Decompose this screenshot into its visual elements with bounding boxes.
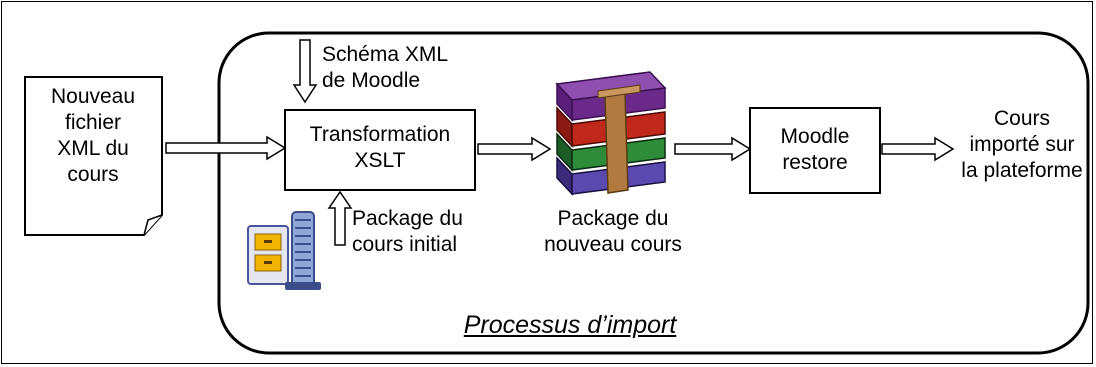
input-document-shape bbox=[24, 76, 163, 236]
arrow-schema-down bbox=[292, 39, 318, 104]
package-new-line: Package du bbox=[557, 207, 669, 230]
restore-line: restore bbox=[782, 151, 848, 174]
package-new-label: Package du nouveau cours bbox=[528, 206, 698, 258]
input-file-label: Nouveau fichier XML du cours bbox=[30, 84, 156, 188]
schema-line: Schéma XML bbox=[322, 43, 449, 66]
moodle-restore-box bbox=[749, 107, 881, 194]
schema-line: de Moodle bbox=[322, 69, 421, 92]
process-container bbox=[217, 31, 1090, 355]
arrow-restore-to-output bbox=[881, 136, 955, 162]
package-initial-line: Package du bbox=[352, 207, 463, 230]
output-line: importé sur bbox=[969, 133, 1075, 156]
arrow-transform-to-books bbox=[477, 136, 552, 162]
input-file-line: cours bbox=[67, 163, 119, 186]
input-file-line: fichier bbox=[64, 111, 122, 134]
arrow-package-up bbox=[327, 190, 353, 246]
output-line: la plateforme bbox=[961, 159, 1083, 182]
input-file-line: Nouveau bbox=[50, 85, 136, 108]
transform-label: Transformation XSLT bbox=[285, 122, 475, 174]
output-label: Cours importé sur la plateforme bbox=[954, 106, 1090, 184]
package-initial-label: Package du cours initial bbox=[352, 206, 482, 258]
restore-label: Moodle restore bbox=[750, 124, 880, 176]
book-stack-icon bbox=[555, 71, 667, 196]
arrow-books-to-restore bbox=[674, 136, 752, 162]
transform-line: XSLT bbox=[354, 149, 406, 172]
package-new-line: nouveau cours bbox=[544, 233, 682, 256]
transformation-box bbox=[284, 109, 476, 191]
input-file-line: XML du bbox=[57, 137, 129, 160]
restore-line: Moodle bbox=[780, 125, 850, 148]
schema-label: Schéma XML de Moodle bbox=[322, 42, 468, 94]
arrow-doc-to-transform bbox=[165, 135, 287, 161]
zip-archive-icon bbox=[247, 211, 321, 290]
output-line: Cours bbox=[993, 107, 1051, 130]
transform-line: Transformation bbox=[309, 123, 451, 146]
package-initial-line: cours initial bbox=[352, 233, 458, 256]
process-title: Processus d’import bbox=[463, 311, 677, 339]
